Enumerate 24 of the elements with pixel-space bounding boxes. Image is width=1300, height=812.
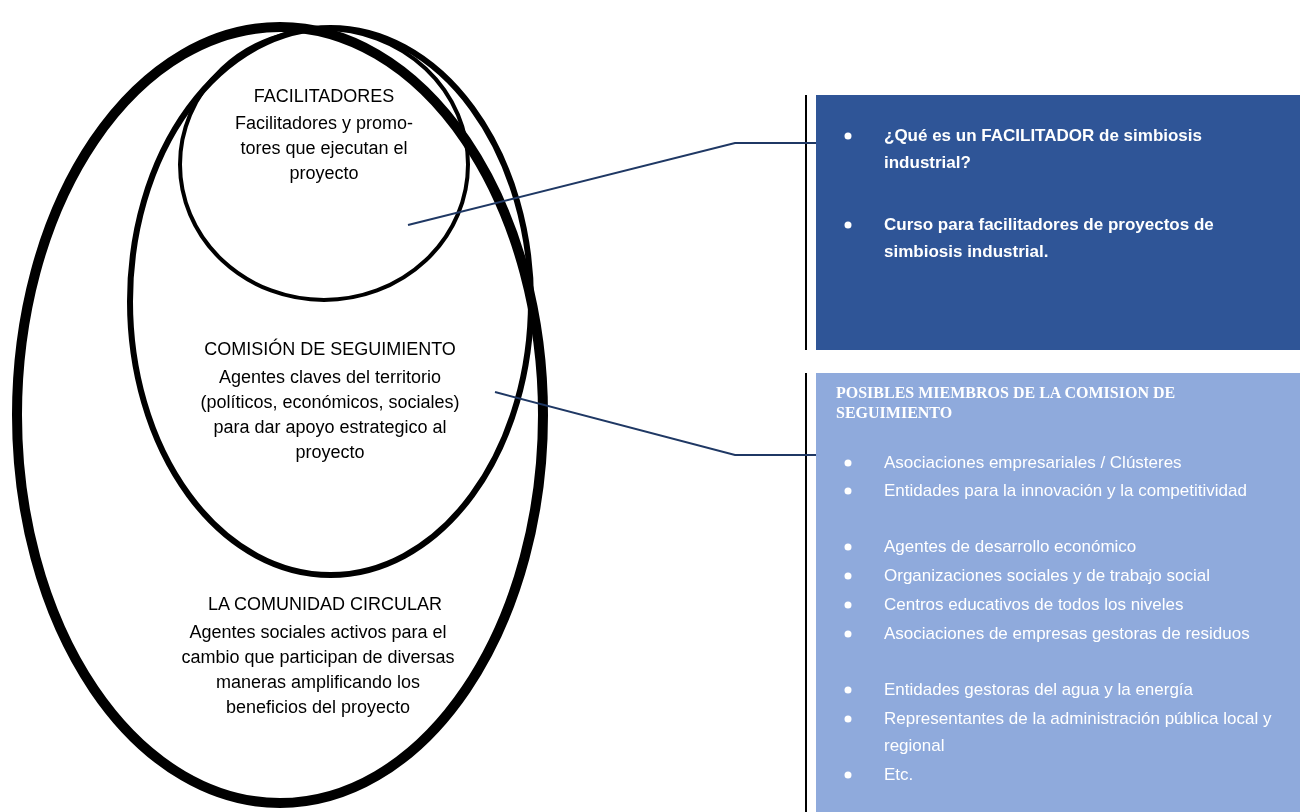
- list-item: Representantes de la administración pública local y regional: [884, 708, 1273, 757]
- list-item: ¿Qué es un FACILITADOR de simbiosis industrial?: [884, 125, 1203, 174]
- ellipse-region: [127, 25, 534, 578]
- info-panel: [816, 373, 1300, 812]
- region-description: Agentes claves del territorio (políticos, económicos, sociales) para dar apoyo estrategico al proyecto: [199, 366, 461, 464]
- region-heading: LA COMUNIDAD CIRCULAR: [206, 593, 443, 616]
- region-heading: COMISIÓN DE SEGUIMIENTO: [203, 337, 457, 361]
- region-description: Facilitadores y promo-tores que ejecutan el proyecto: [233, 112, 415, 185]
- list-item: Asociaciones empresariales / Clústeres: [884, 452, 1183, 474]
- list-item: Agentes de desarrollo económico: [884, 536, 1138, 558]
- region-description: Agentes sociales activos para el cambio que participan de diversas maneras amplificando los beneficios del proyecto: [180, 621, 456, 719]
- ellipse-region: [12, 22, 548, 808]
- info-panel: [816, 95, 1300, 350]
- list-item: Organizaciones sociales y de trabajo social: [884, 565, 1211, 587]
- list-item: Asociaciones de empresas gestoras de residuos: [884, 623, 1251, 645]
- region-heading: FACILITADORES: [252, 85, 396, 108]
- panel-heading: POSIBLES MIEMBROS DE LA COMISION DE SEGUIMIENTO: [836, 383, 1177, 423]
- list-item: Etc.: [884, 764, 915, 786]
- connector-line: [494, 391, 817, 456]
- list-item: Curso para facilitadores de proyectos de simbiosis industrial.: [884, 214, 1215, 263]
- list-item: Entidades para la innovación y la competitividad: [884, 480, 1248, 502]
- connector-line: [407, 142, 817, 226]
- list-item: Entidades gestoras del agua y la energía: [884, 679, 1195, 701]
- list-item: Centros educativos de todos los niveles: [884, 594, 1185, 616]
